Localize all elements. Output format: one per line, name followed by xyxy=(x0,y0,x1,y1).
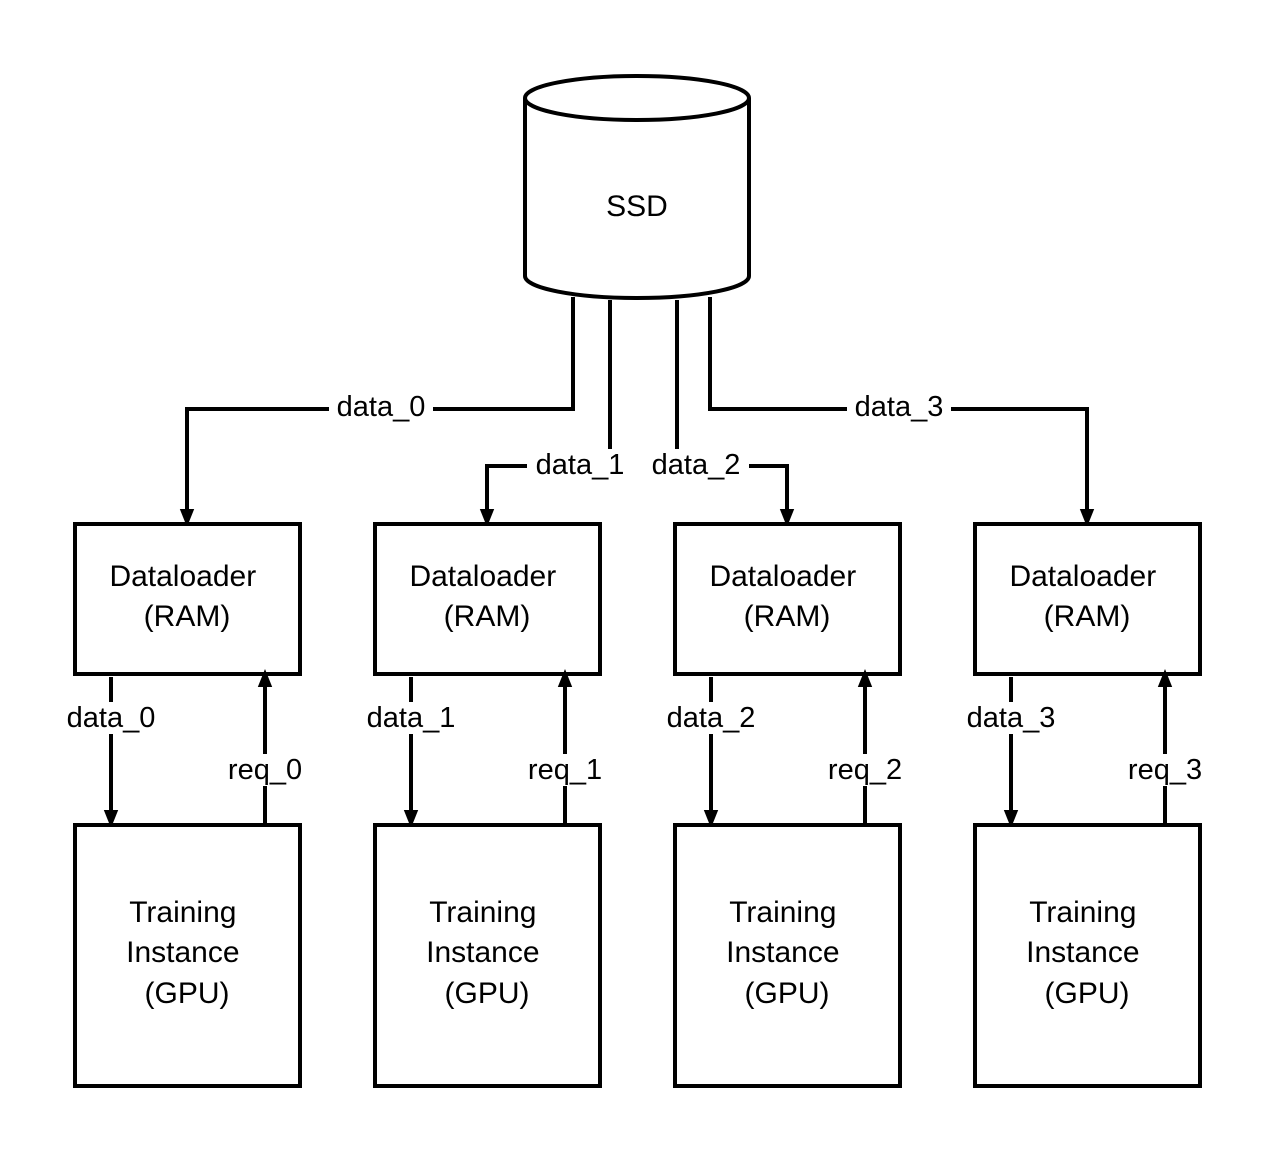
ssd-edge-labels: data_0 data_1 data_2 data_3 xyxy=(329,391,951,481)
training-instance-label-0: Training Instance (GPU) xyxy=(126,896,248,1010)
data-label-1: data_1 xyxy=(367,702,456,734)
dataloader-label-3: Dataloader (RAM) xyxy=(1009,560,1164,633)
ssd-cylinder-body xyxy=(523,98,751,300)
ssd-edge-label-3: data_3 xyxy=(855,391,944,423)
req-label-0: req_0 xyxy=(228,754,302,786)
data-label-3: data_3 xyxy=(967,702,1056,734)
pipeline-column-2: Dataloader (RAM) data_2 req_2 Training I… xyxy=(658,522,911,1088)
data-label-2: data_2 xyxy=(667,702,756,734)
ssd-label: SSD xyxy=(606,190,668,223)
req-label-1: req_1 xyxy=(528,754,602,786)
req-label-3: req_3 xyxy=(1128,754,1202,786)
ssd-edge-label-2: data_2 xyxy=(652,449,741,481)
pipeline-column-3: Dataloader (RAM) data_3 req_3 Training I… xyxy=(958,522,1211,1088)
pipeline-column-0: Dataloader (RAM) data_0 req_0 Training I… xyxy=(58,522,311,1088)
dataloader-label-1: Dataloader (RAM) xyxy=(409,560,564,633)
training-instance-label-3: Training Instance (GPU) xyxy=(1026,896,1148,1010)
ssd-cylinder-top xyxy=(523,74,751,122)
ssd-node: SSD xyxy=(523,74,751,300)
training-instance-box-3 xyxy=(973,823,1202,1088)
dataloader-box-1 xyxy=(373,522,602,676)
dataloader-label-0: Dataloader (RAM) xyxy=(109,560,264,633)
dataloader-box-0 xyxy=(73,522,302,676)
dataloader-label-2: Dataloader (RAM) xyxy=(709,560,864,633)
req-label-2: req_2 xyxy=(828,754,902,786)
training-instance-label-1: Training Instance (GPU) xyxy=(426,896,548,1010)
data-label-0: data_0 xyxy=(67,702,156,734)
training-instance-box-1 xyxy=(373,823,602,1088)
ssd-edge-label-0: data_0 xyxy=(337,391,426,423)
pipeline-column-1: Dataloader (RAM) data_1 req_1 Training I… xyxy=(358,522,611,1088)
training-instance-box-0 xyxy=(73,823,302,1088)
training-instance-box-2 xyxy=(673,823,902,1088)
dataloader-box-3 xyxy=(973,522,1202,676)
ssd-edges xyxy=(179,297,1095,527)
dataloader-box-2 xyxy=(673,522,902,676)
training-instance-label-2: Training Instance (GPU) xyxy=(726,896,848,1010)
ssd-edge-label-1: data_1 xyxy=(536,449,625,481)
